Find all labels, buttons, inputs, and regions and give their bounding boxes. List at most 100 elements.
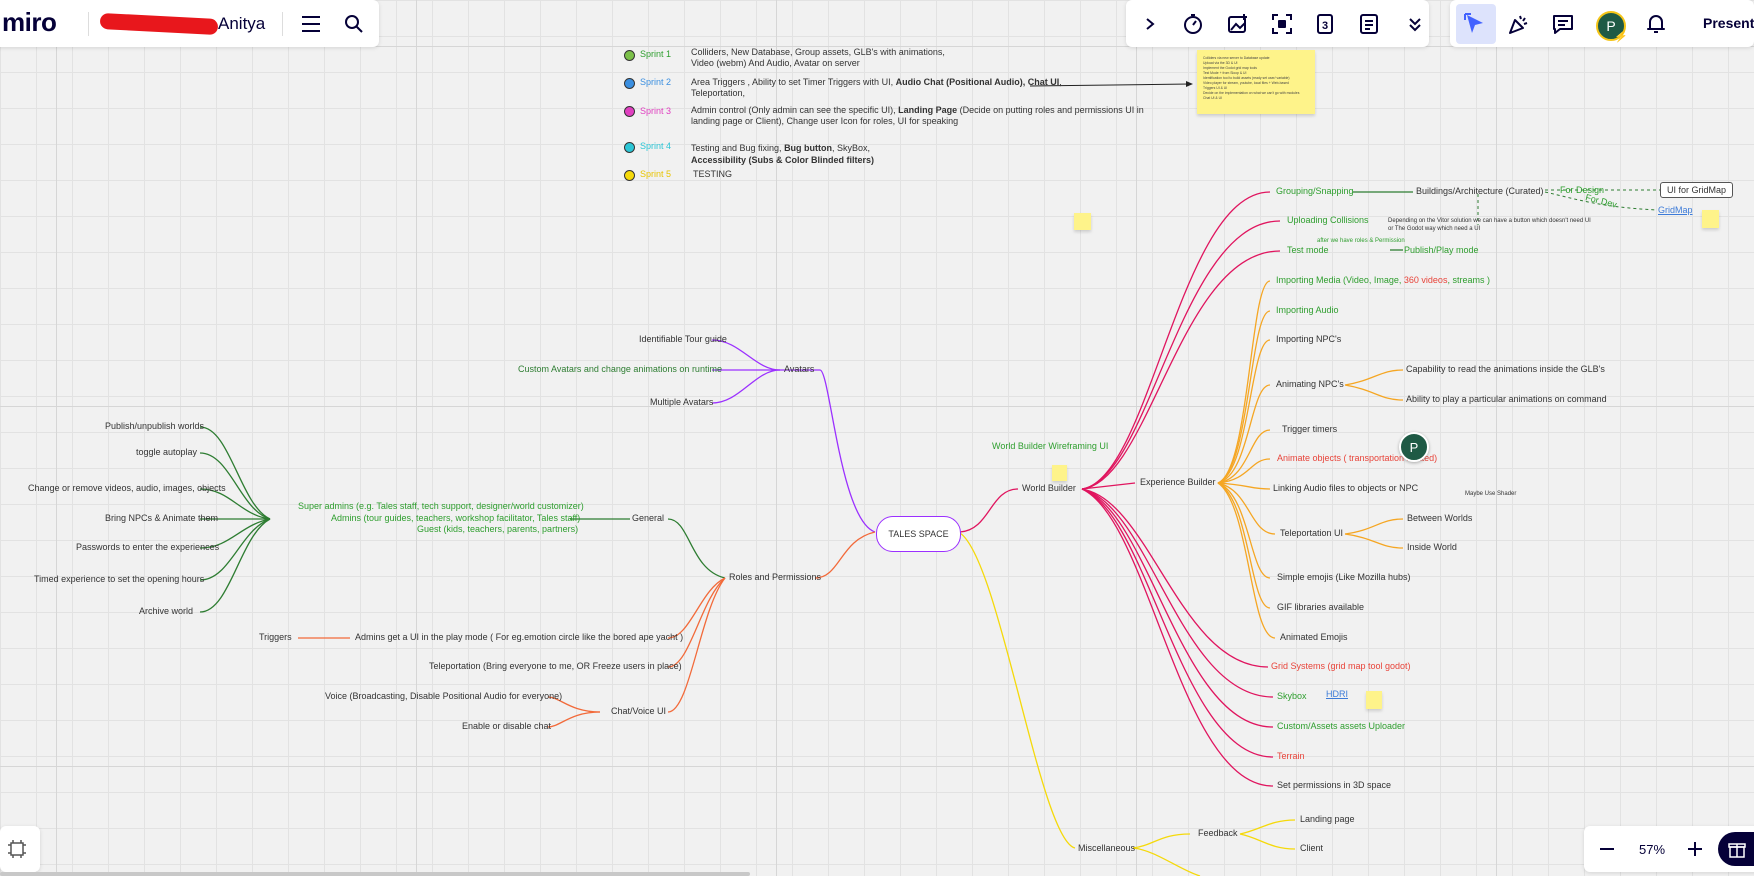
small-sticky-note[interactable] (1052, 465, 1067, 481)
node-animating-npcs[interactable]: Animating NPC's (1276, 379, 1344, 389)
notes-icon[interactable] (1356, 11, 1382, 37)
importing-media-tail: , streams ) (1447, 275, 1490, 285)
node-gridmap-link[interactable]: GridMap (1658, 205, 1693, 215)
present-button[interactable]: Present (1703, 15, 1754, 31)
miro-logo[interactable]: miro (2, 7, 57, 37)
counter-3-icon[interactable]: 3 (1312, 11, 1338, 37)
header-divider (88, 12, 89, 36)
node-miscellaneous[interactable]: Miscellaneous (1078, 843, 1136, 853)
node-feedback[interactable]: Feedback (1198, 828, 1238, 838)
gift-button[interactable] (1718, 832, 1754, 866)
node-teleportation-bring[interactable]: Teleportation (Bring everyone to me, OR … (429, 661, 682, 671)
node-grid-systems[interactable]: Grid Systems (grid map tool godot) (1271, 661, 1411, 671)
node-importing-audio[interactable]: Importing Audio (1276, 305, 1339, 315)
center-node-label: TALES SPACE (888, 529, 949, 539)
node-capability[interactable]: Capability to read the animations inside… (1406, 364, 1605, 374)
node-avatars[interactable]: Avatars (784, 364, 815, 374)
node-animate-objects[interactable]: Animate objects ( transportation related… (1277, 453, 1438, 463)
node-linking-audio[interactable]: Linking Audio files to objects or NPC (1273, 483, 1419, 493)
node-ui-gridmap[interactable]: UI for GridMap (1660, 182, 1734, 198)
chevron-right-icon[interactable] (1137, 11, 1163, 37)
node-animated-emojis[interactable]: Animated Emojis (1280, 632, 1348, 642)
node-terrain[interactable]: Terrain (1277, 751, 1305, 761)
center-node[interactable]: TALES SPACE (876, 516, 961, 552)
bell-icon[interactable] (1643, 11, 1669, 37)
node-general[interactable]: General (632, 513, 665, 523)
node-inside-world[interactable]: Inside World (1407, 542, 1457, 552)
node-chat-voice[interactable]: Chat/Voice UI (611, 706, 667, 716)
node-super-admins[interactable]: Super admins (e.g. Tales staff, tech sup… (298, 501, 584, 511)
comment-icon[interactable] (1550, 11, 1576, 37)
board-owner-name[interactable]: Anitya (218, 14, 266, 33)
node-admins[interactable]: Admins (tour guides, teachers, workshop … (331, 513, 581, 523)
focus-frame-icon[interactable] (1269, 11, 1295, 37)
sprint-2-text-bold: Audio Chat (Positional Audio), Chat UI (895, 77, 1060, 87)
user-avatar[interactable]: P (1596, 11, 1626, 41)
node-publish-play[interactable]: Publish/Play mode (1404, 245, 1479, 255)
user-avatar-letter: P (1606, 18, 1616, 34)
zoom-out-icon[interactable] (1594, 836, 1620, 862)
menu-icon[interactable] (298, 11, 324, 37)
node-grouping[interactable]: Grouping/Snapping (1276, 186, 1354, 196)
node-publish[interactable]: Publish/unpublish worlds (105, 421, 205, 431)
sprint-4-text-2: Accessibility (Subs & Color Blinded filt… (691, 155, 875, 165)
node-test-mode[interactable]: Test mode (1287, 245, 1329, 255)
sprint-sticky-note[interactable]: Colliders via new server to Database upd… (1197, 50, 1315, 114)
node-set-permissions[interactable]: Set permissions in 3D space (1277, 780, 1392, 790)
node-buildings[interactable]: Buildings/Architecture (Curated) (1416, 186, 1544, 196)
node-after-roles: after we have roles & Permission (1317, 238, 1405, 244)
celebrate-icon[interactable] (1506, 11, 1532, 37)
node-enable-chat[interactable]: Enable or disable chat (462, 721, 552, 731)
node-trigger-timers[interactable]: Trigger timers (1282, 424, 1338, 434)
node-between-worlds[interactable]: Between Worlds (1407, 513, 1473, 523)
node-gif[interactable]: GIF libraries available (1277, 602, 1365, 612)
node-custom-avatars[interactable]: Custom Avatars and change animations on … (518, 364, 722, 374)
sprint-2-dot (624, 78, 635, 89)
node-world-builder[interactable]: World Builder (1022, 483, 1076, 493)
node-skybox[interactable]: Skybox (1277, 691, 1307, 701)
timer-icon[interactable] (1180, 11, 1206, 37)
search-icon[interactable] (341, 11, 367, 37)
sticky-line: Identification tool to build assets (rea… (1203, 76, 1290, 80)
zoom-in-icon[interactable] (1682, 836, 1708, 862)
node-uploading-collisions[interactable]: Uploading Collisions (1287, 215, 1369, 225)
small-sticky-note[interactable] (1366, 691, 1382, 709)
collaborator-avatar[interactable]: P (1399, 432, 1429, 462)
sprint-5-dot (624, 170, 635, 181)
node-voice[interactable]: Voice (Broadcasting, Disable Positional … (325, 691, 563, 701)
node-triggers[interactable]: Triggers (259, 632, 292, 642)
node-client[interactable]: Client (1300, 843, 1324, 853)
node-archive[interactable]: Archive world (139, 606, 194, 616)
node-admins-ui[interactable]: Admins get a UI in the play mode ( For e… (355, 632, 684, 642)
node-importing-npcs[interactable]: Importing NPC's (1276, 334, 1342, 344)
node-passwords[interactable]: Passwords to enter the experiences (76, 542, 220, 552)
node-teleportation-ui[interactable]: Teleportation UI (1280, 528, 1344, 538)
node-simple-emojis[interactable]: Simple emojis (Like Mozilla hubs) (1277, 572, 1411, 582)
small-sticky-note[interactable] (1074, 213, 1091, 230)
node-importing-media[interactable]: Importing Media (Video, Image, 360 video… (1276, 275, 1490, 286)
frames-icon[interactable] (4, 836, 30, 862)
lightning-badge-icon: ⚡ (1614, 31, 1628, 43)
chevron-double-down-icon[interactable] (1402, 11, 1428, 37)
node-custom-assets[interactable]: Custom/Assets assets Uploader (1277, 721, 1406, 731)
zoom-level[interactable]: 57% (1639, 842, 1666, 857)
node-collisions-note: Depending on the Vitor solution we can h… (1388, 218, 1591, 224)
node-landing-page[interactable]: Landing page (1300, 814, 1355, 824)
gift-icon (1724, 836, 1750, 862)
node-wb-wireframing[interactable]: World Builder Wireframing UI (992, 441, 1109, 451)
node-toggle-autoplay[interactable]: toggle autoplay (136, 447, 198, 457)
node-identifiable-tour-guide[interactable]: Identifiable Tour guide (639, 334, 727, 344)
node-roles-permissions[interactable]: Roles and Permissions (729, 572, 822, 582)
node-change-remove[interactable]: Change or remove videos, audio, images, … (28, 483, 226, 493)
image-add-icon[interactable] (1225, 11, 1251, 37)
node-hdri-link[interactable]: HDRI (1326, 689, 1348, 699)
node-guest[interactable]: Guest (kids, teachers, parents, partners… (417, 524, 579, 534)
node-multiple-avatars[interactable]: Multiple Avatars (650, 397, 714, 407)
node-ability[interactable]: Ability to play a particular animations … (1406, 394, 1607, 404)
horizontal-scrollbar[interactable] (0, 872, 750, 876)
small-sticky-note[interactable] (1702, 210, 1719, 228)
node-timed[interactable]: Timed experience to set the opening hour… (34, 574, 205, 584)
sticky-line: Triggers UI & UI (1203, 86, 1228, 90)
node-experience-builder[interactable]: Experience Builder (1140, 477, 1216, 487)
node-bring-npcs[interactable]: Bring NPCs & Animate them (105, 513, 219, 523)
